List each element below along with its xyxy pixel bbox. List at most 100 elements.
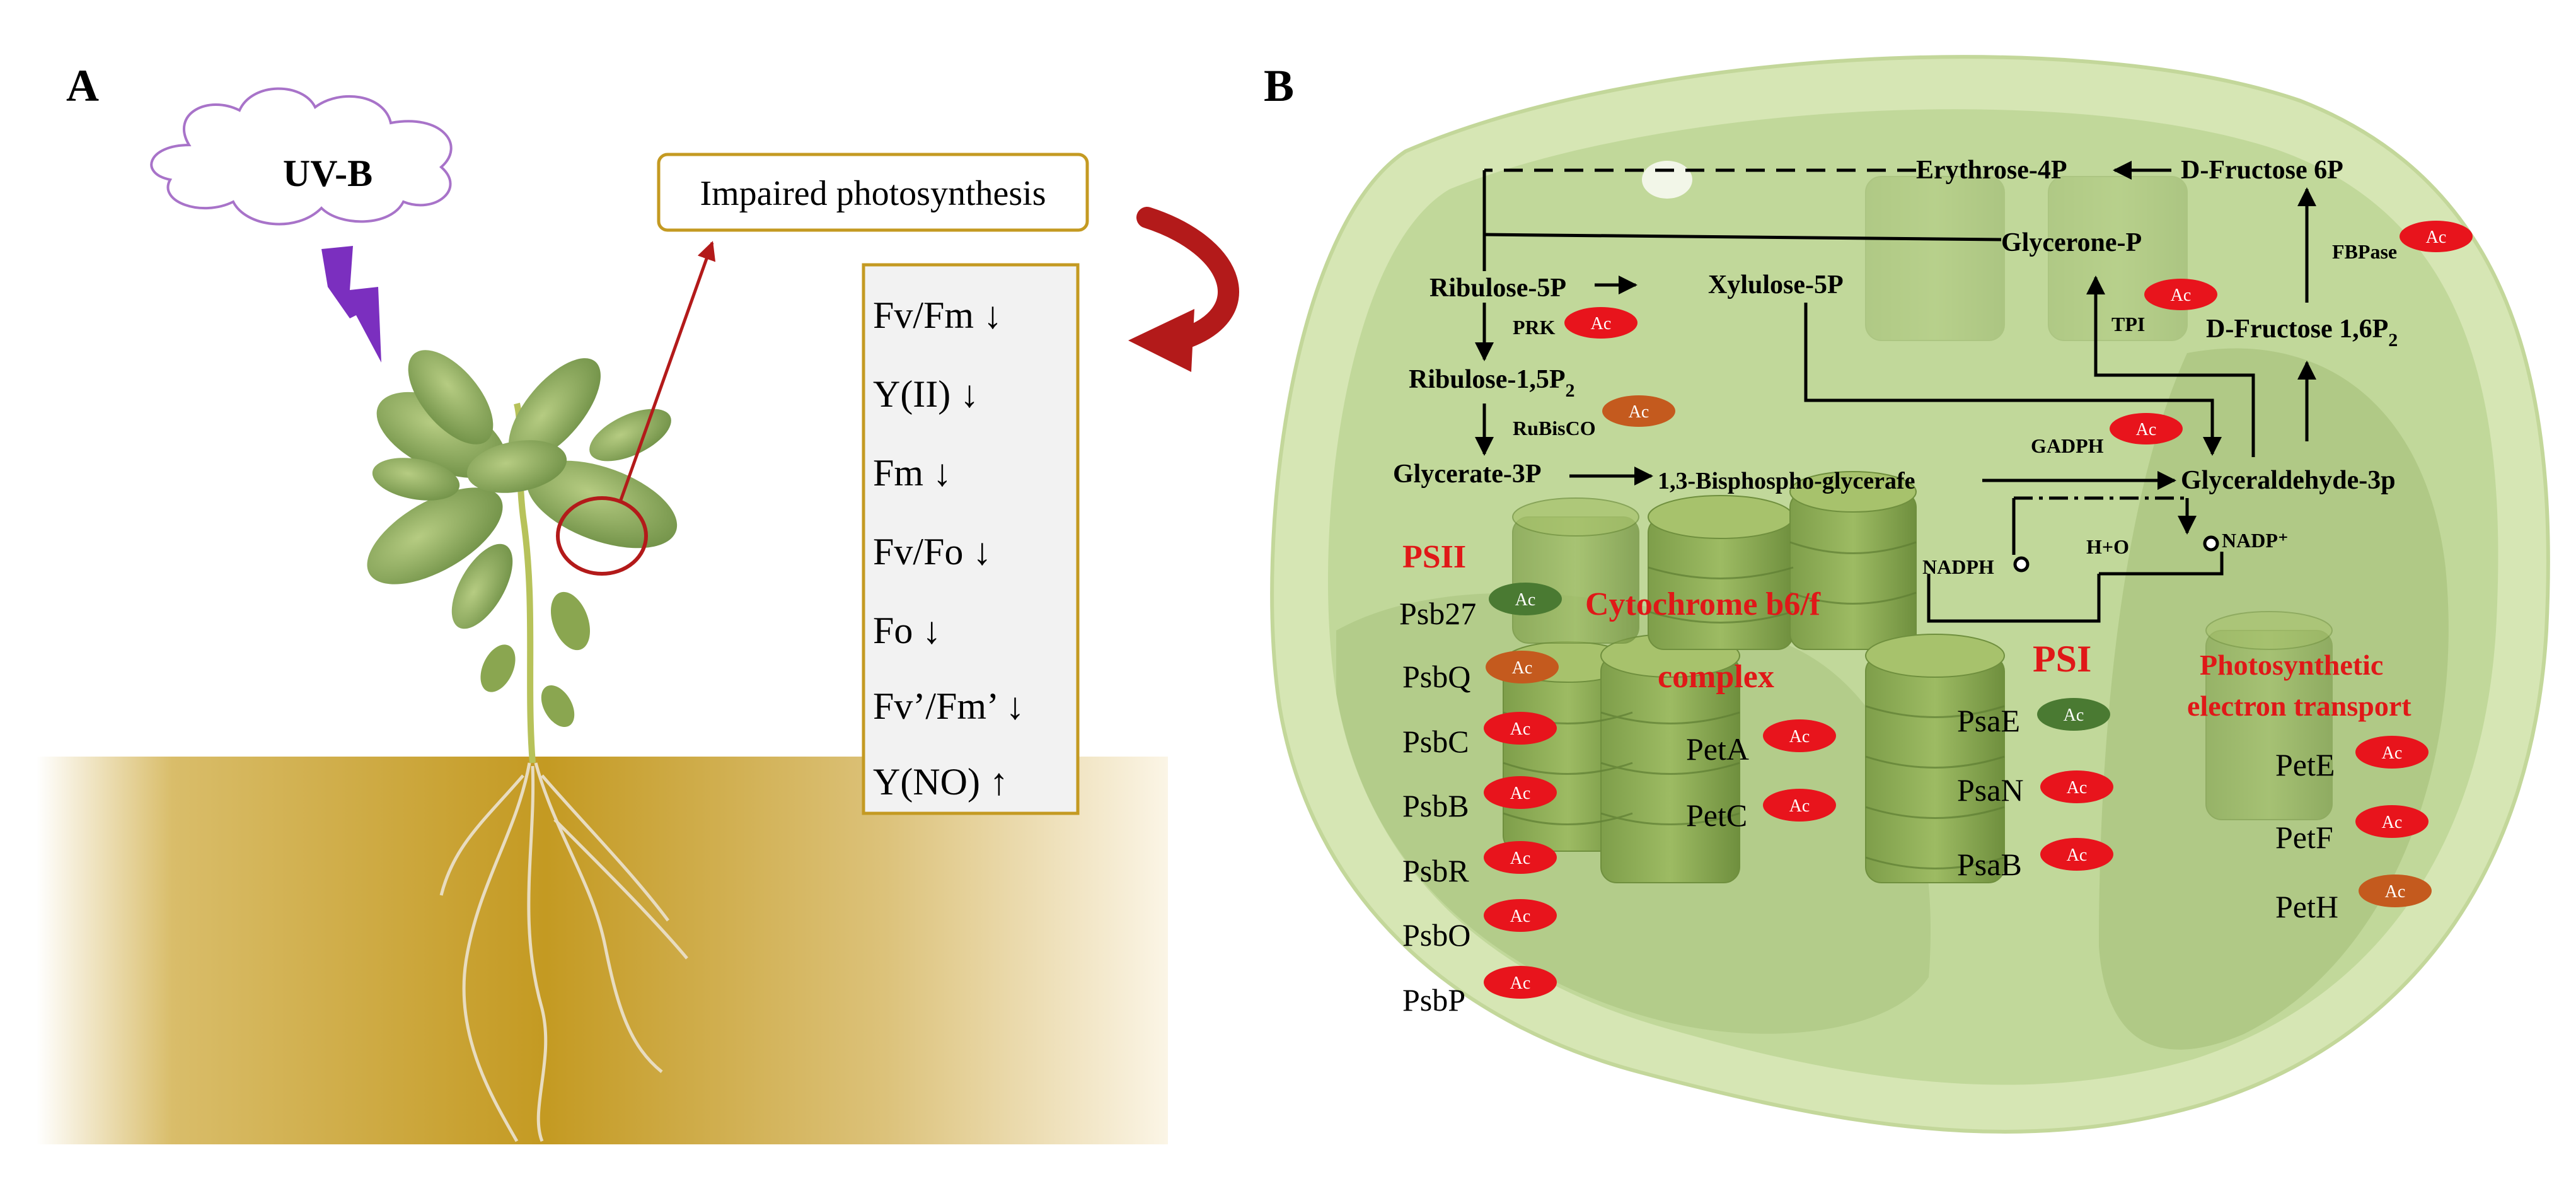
label-nadph: NADPH xyxy=(1922,555,1994,578)
ac-badge-peth: Ac xyxy=(2359,874,2432,907)
protein-psbc: PsbC xyxy=(1402,724,1469,759)
enzyme-ac-badges: Ac Ac Ac Ac Ac xyxy=(1564,221,2473,444)
panel-b: B xyxy=(1264,55,2550,1134)
ac-badge-psae: Ac xyxy=(2037,698,2110,731)
label-bisphospho-glycerate: 1,3-Bisphospho-glycerafe xyxy=(1658,468,1915,494)
ac-badge-psbc: Ac xyxy=(1484,712,1557,745)
ac-text: Ac xyxy=(1510,973,1531,993)
impaired-photosynthesis-callout: Impaired photosynthesis xyxy=(657,153,1089,232)
label-d-fructose-6p: D-Fructose 6P xyxy=(2181,156,2343,185)
param-fv-fo: Fv/Fo ↓ xyxy=(873,531,991,572)
label-ribulose-15p2: Ribulose-1,5P2 xyxy=(1409,365,1575,401)
ac-text: Ac xyxy=(2067,845,2088,865)
title-psi: PSI xyxy=(2033,638,2091,680)
ac-badge-psbp: Ac xyxy=(1484,966,1557,999)
ac-badge-pete: Ac xyxy=(2355,736,2429,769)
ac-badge-gadph: Ac xyxy=(2110,413,2183,444)
protein-psbr: PsbR xyxy=(1402,853,1469,888)
label-h2o: H+O xyxy=(2086,535,2129,558)
label-ribulose-15p2-text: Ribulose-1,5P xyxy=(1409,365,1566,394)
title-cytb6f-line2: complex xyxy=(1658,659,1774,695)
label-d-fructose-16p2: D-Fructose 1,6P2 xyxy=(2206,315,2398,351)
protein-psbb: PsbB xyxy=(1402,788,1469,823)
ac-text: Ac xyxy=(1789,727,1810,747)
title-pet-line1: Photosynthetic xyxy=(2200,649,2383,681)
param-y-ii: Y(II) ↓ xyxy=(873,373,979,415)
param-fm: Fm ↓ xyxy=(873,452,952,494)
ac-text: Ac xyxy=(2171,286,2192,305)
complex-titles: PSII Cytochrome b6/f complex PSI Photosy… xyxy=(1402,539,2411,722)
panel-b-label: B xyxy=(1264,61,1294,111)
protein-psbp: PsbP xyxy=(1402,982,1465,1018)
ac-text: Ac xyxy=(2382,813,2403,832)
protein-psbo: PsbO xyxy=(1402,917,1470,953)
curved-red-arrow-icon xyxy=(1128,207,1239,372)
ac-text: Ac xyxy=(2067,778,2088,798)
uvb-cloud: UV-B xyxy=(150,87,453,226)
protein-psab: PsaB xyxy=(1957,847,2022,882)
ac-text: Ac xyxy=(2426,228,2447,247)
enzyme-labels: PRK RuBisCO FBPase TPI GADPH xyxy=(1513,240,2397,457)
enzyme-fbpase: FBPase xyxy=(2332,240,2397,263)
light-reflection xyxy=(1642,161,1692,199)
protein-ac-badges: Ac Ac Ac Ac Ac Ac Ac Ac Ac Ac Ac Ac Ac A… xyxy=(1484,583,2432,999)
cloud-shape xyxy=(150,87,453,226)
title-cytb6f-line1: Cytochrome b6/f xyxy=(1585,586,1821,622)
ac-text: Ac xyxy=(2385,882,2406,902)
plant-illustration xyxy=(367,350,688,1142)
ac-badge-prk: Ac xyxy=(1564,307,1637,339)
leaf-to-callout-arrow xyxy=(619,241,716,501)
ac-badge-psbr: Ac xyxy=(1484,841,1557,874)
ac-badge-psan: Ac xyxy=(2040,770,2113,803)
ac-badge-psbq: Ac xyxy=(1486,651,1559,683)
ac-badge-psbo: Ac xyxy=(1484,899,1557,932)
protein-psan: PsaN xyxy=(1957,772,2024,808)
protein-peth: PetH xyxy=(2275,889,2338,924)
ac-badge-peta: Ac xyxy=(1763,719,1836,752)
uvb-label: UV-B xyxy=(283,153,373,194)
metabolite-labels: Erythrose-4P D-Fructose 6P Glycerone-P R… xyxy=(1393,156,2398,578)
protein-petc: PetC xyxy=(1686,798,1747,833)
ac-badge-tpi: Ac xyxy=(2144,279,2217,310)
ac-text: Ac xyxy=(1629,402,1649,422)
ac-text: Ac xyxy=(2382,743,2403,763)
lightning-bolt-icon xyxy=(321,246,381,363)
ac-badge-psab: Ac xyxy=(2040,838,2113,871)
ac-text: Ac xyxy=(1512,658,1533,678)
label-nadp: NADP⁺ xyxy=(2222,529,2289,552)
param-fv-fm-prime: Fv’/Fm’ ↓ xyxy=(873,685,1025,727)
label-d-fructose-16p2-text: D-Fructose 1,6P xyxy=(2206,315,2388,344)
ac-text: Ac xyxy=(1510,907,1531,926)
thylakoid-disc-lines xyxy=(1503,541,2005,869)
ac-badge-fbpase: Ac xyxy=(2400,221,2473,252)
ac-badge-petf: Ac xyxy=(2355,805,2429,838)
ac-badge-psb27: Ac xyxy=(1489,583,1562,615)
ac-badge-rubisco: Ac xyxy=(1602,395,1675,427)
chlorophyll-parameters-box: Fv/Fm ↓ Y(II) ↓ Fm ↓ Fv/Fo ↓ Fo ↓ Fv’/Fm… xyxy=(862,263,1080,815)
protein-pete: PetE xyxy=(2275,747,2335,782)
ac-badge-psbb: Ac xyxy=(1484,776,1557,809)
protein-psb27: Psb27 xyxy=(1399,596,1476,631)
ac-text: Ac xyxy=(1510,849,1531,868)
panel-a: A UV-B xyxy=(37,61,1239,1144)
enzyme-gadph: GADPH xyxy=(2031,434,2104,457)
protein-peta: PetA xyxy=(1686,731,1749,767)
param-fv-fm: Fv/Fm ↓ xyxy=(873,294,1002,336)
label-erythrose-4p: Erythrose-4P xyxy=(1916,156,2067,185)
ac-text: Ac xyxy=(1515,590,1536,610)
soil xyxy=(37,757,1168,1144)
protein-petf: PetF xyxy=(2275,820,2333,855)
protein-labels: Psb27 PsbQ PsbC PsbB PsbR PsbO PsbP PetA… xyxy=(1399,596,2338,1018)
param-y-no: Y(NO) ↑ xyxy=(873,761,1008,803)
label-ribulose-subscript: 2 xyxy=(1566,380,1575,401)
ac-text: Ac xyxy=(2136,420,2157,439)
callout-title: Impaired photosynthesis xyxy=(700,174,1046,213)
param-fo: Fo ↓ xyxy=(873,610,941,651)
leaf-highlight-circle xyxy=(556,496,648,576)
title-psii: PSII xyxy=(1402,539,1466,575)
ac-text: Ac xyxy=(1789,796,1810,816)
label-fructose-subscript: 2 xyxy=(2388,330,2398,351)
ac-text: Ac xyxy=(1510,719,1531,739)
chloroplast-illustration xyxy=(1270,55,2550,1134)
ac-text: Ac xyxy=(1591,314,1612,334)
